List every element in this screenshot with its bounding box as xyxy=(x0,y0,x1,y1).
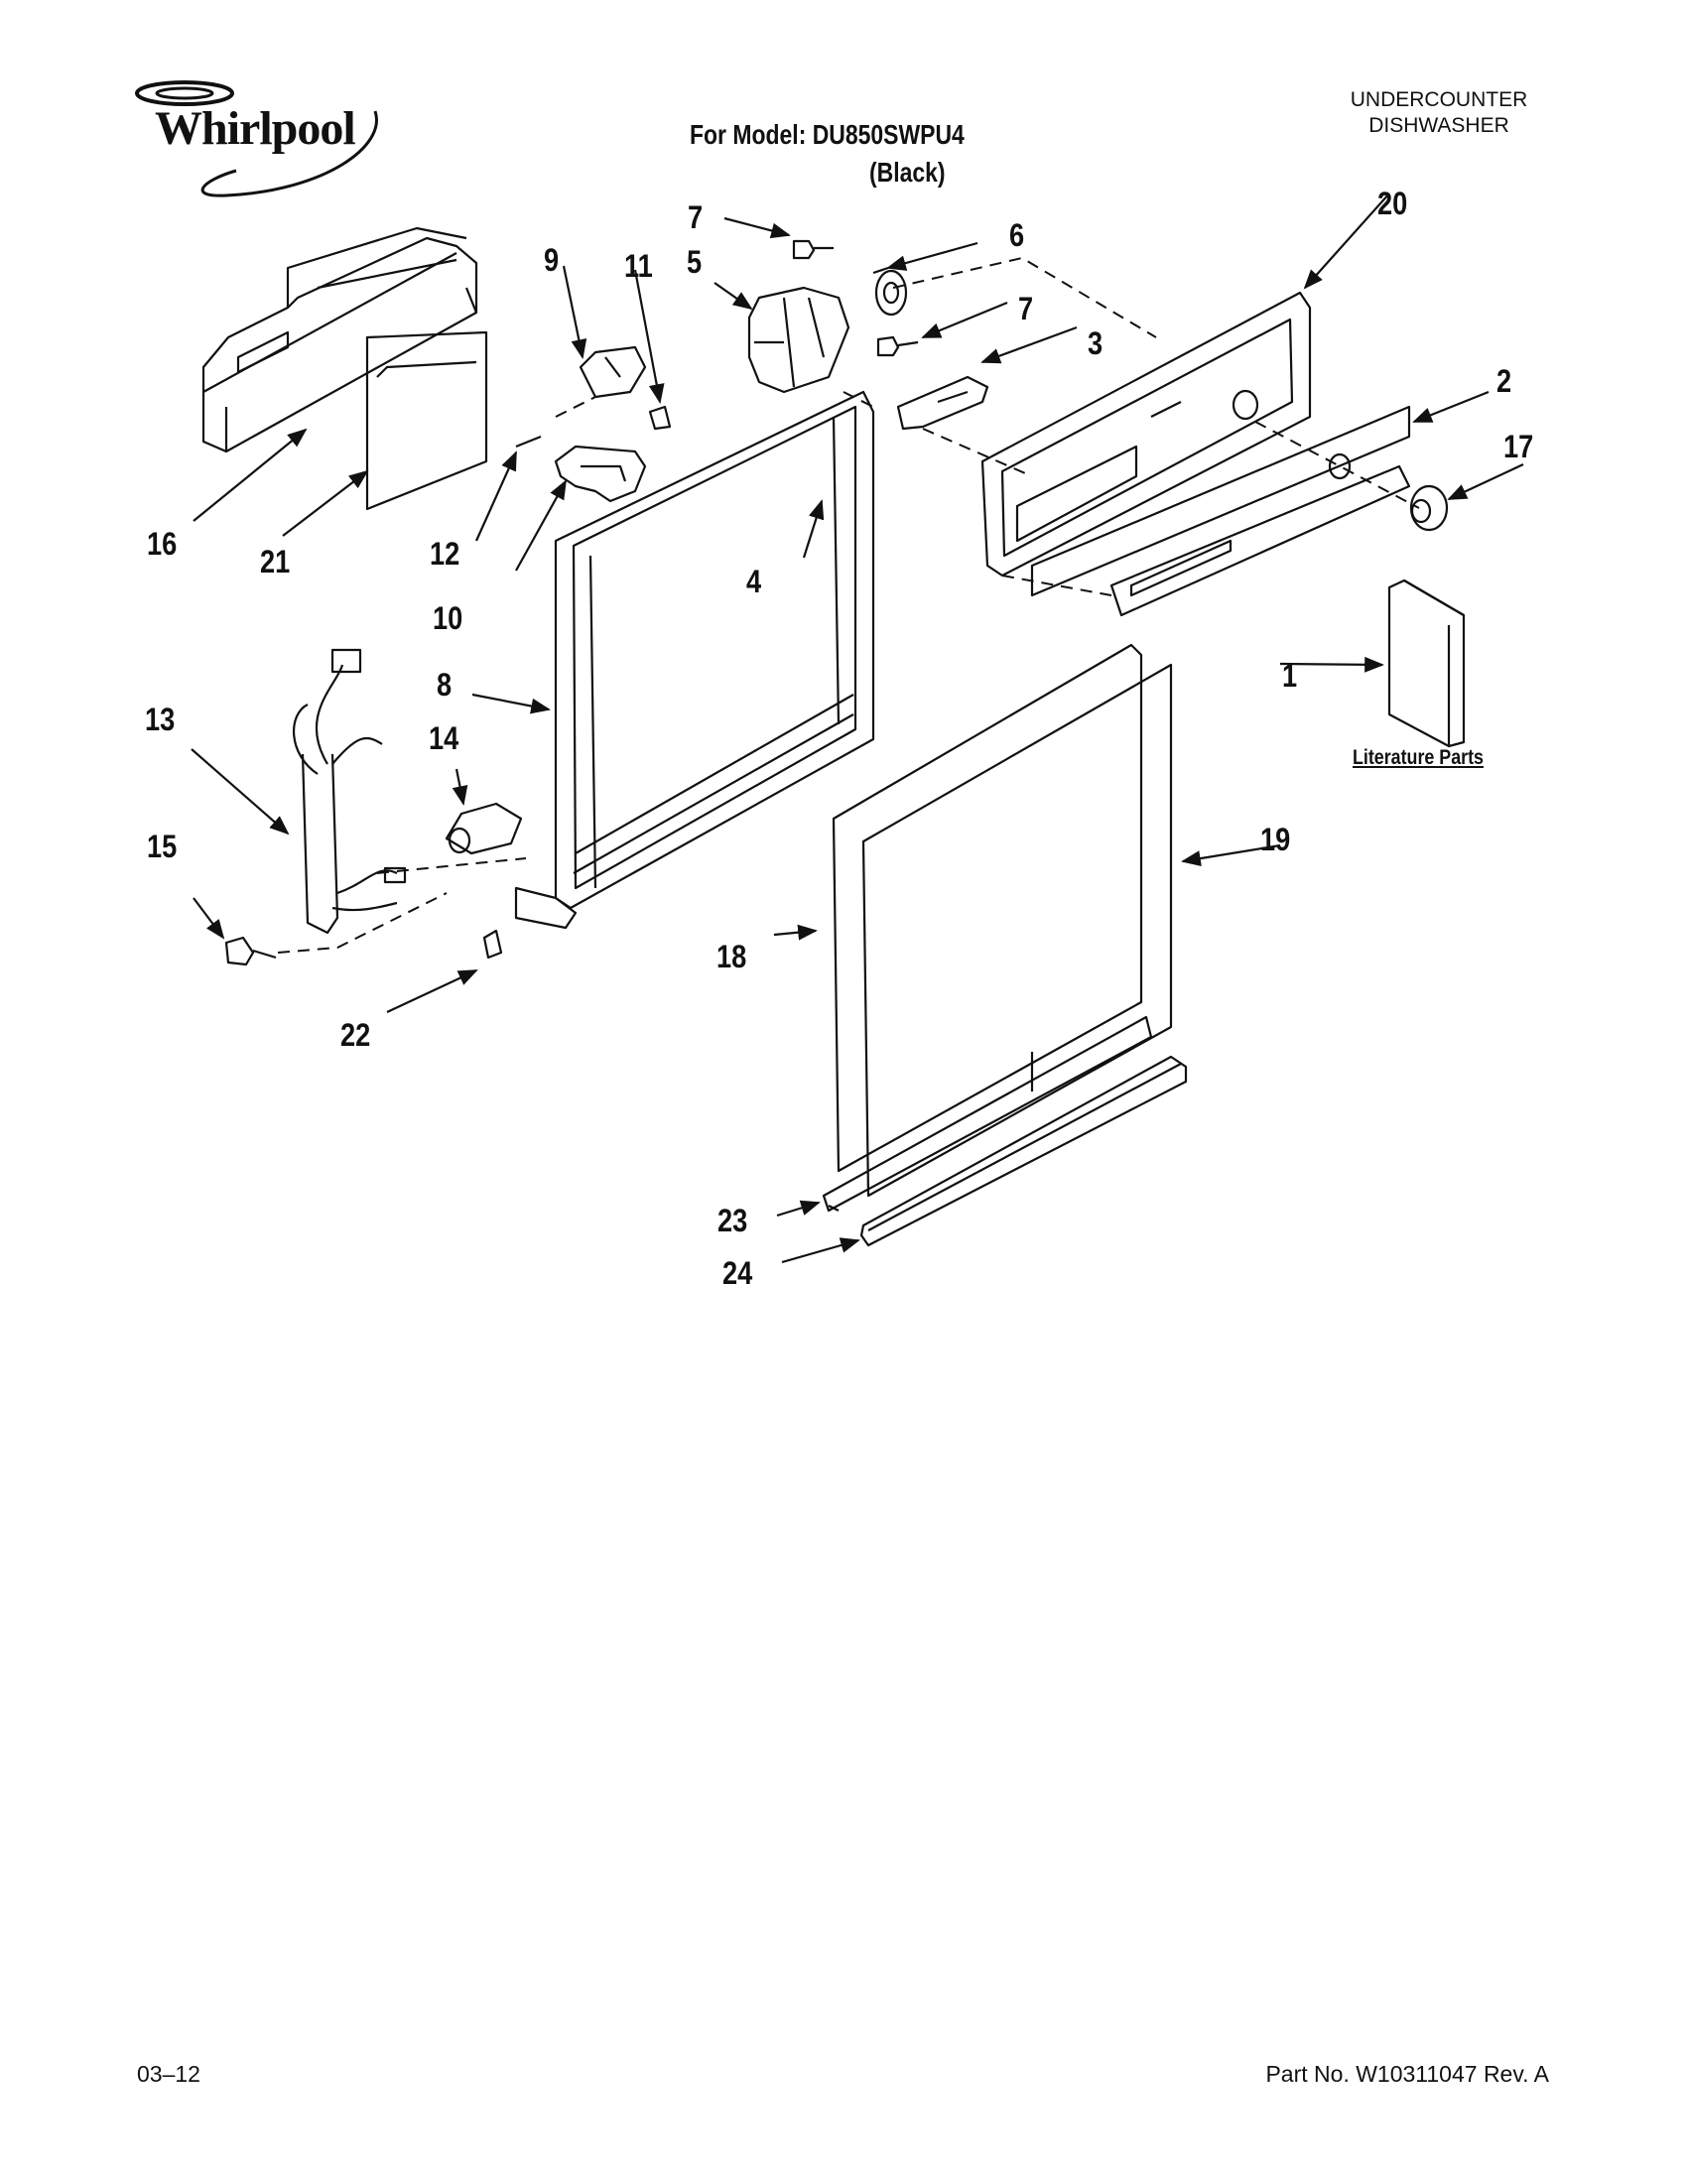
literature-parts-label: Literature Parts xyxy=(1353,746,1484,769)
sensor-part xyxy=(445,802,523,855)
literature-booklet-part xyxy=(1387,578,1466,748)
appliance-type: UNDERCOUNTER DISHWASHER xyxy=(1290,87,1588,139)
switch-bracket-part xyxy=(579,345,647,399)
callout-7-lower: 7 xyxy=(1018,291,1034,326)
whirlpool-logo: Whirlpool xyxy=(127,71,395,200)
callout-4: 4 xyxy=(746,564,762,599)
callout-23: 23 xyxy=(717,1203,748,1238)
callout-7-upper: 7 xyxy=(688,199,704,235)
callout-24: 24 xyxy=(722,1255,753,1291)
exploded-parts-diagram xyxy=(191,193,1524,1264)
callout-10: 10 xyxy=(433,600,463,636)
door-trim-part xyxy=(822,1015,1153,1213)
latch-bracket-part xyxy=(554,445,647,503)
door-latch-part xyxy=(747,286,850,394)
callout-3: 3 xyxy=(1088,325,1104,361)
screw-part xyxy=(876,335,919,357)
door-clip-part xyxy=(482,929,503,960)
wire-harness-part xyxy=(293,648,407,935)
callout-17: 17 xyxy=(1503,429,1534,464)
control-knob-part xyxy=(1409,484,1449,532)
callout-2: 2 xyxy=(1496,363,1512,399)
appliance-type-line2: DISHWASHER xyxy=(1368,114,1509,137)
callout-13: 13 xyxy=(145,702,176,737)
callout-15: 15 xyxy=(147,829,178,864)
callout-11: 11 xyxy=(624,248,653,284)
control-housing-part xyxy=(201,226,478,453)
callout-21: 21 xyxy=(260,544,291,579)
panel-overlay-part xyxy=(1030,405,1411,597)
switch-mount-part xyxy=(896,375,989,431)
callout-18: 18 xyxy=(716,939,747,974)
inner-door-panel-part xyxy=(832,643,1143,1173)
small-switch-part xyxy=(648,405,672,431)
callout-22: 22 xyxy=(340,1017,371,1053)
revision-date: 03–12 xyxy=(137,2061,200,2087)
callout-12: 12 xyxy=(430,536,460,572)
model-variant: (Black) xyxy=(869,157,946,188)
bolt-part xyxy=(224,936,277,966)
outer-door-panel-part xyxy=(861,663,1173,1198)
logo-swoosh-icon xyxy=(135,80,378,197)
callout-5: 5 xyxy=(687,244,703,280)
callout-9: 9 xyxy=(544,242,560,278)
callout-19: 19 xyxy=(1260,822,1291,857)
callout-8: 8 xyxy=(437,667,453,703)
callout-1: 1 xyxy=(1282,658,1298,694)
callout-14: 14 xyxy=(429,720,459,756)
model-title: For Model: DU850SWPU4 xyxy=(690,119,965,150)
appliance-type-line1: UNDERCOUNTER xyxy=(1350,88,1528,111)
part-number: Part No. W10311047 Rev. A xyxy=(1265,2061,1549,2087)
door-frame-part xyxy=(514,390,875,930)
callout-20: 20 xyxy=(1377,186,1408,221)
insulation-sheet-part xyxy=(365,330,488,511)
overlay-strip-part xyxy=(1109,464,1411,617)
handle-strip-part xyxy=(859,1055,1188,1247)
cam-knob-part xyxy=(872,266,908,317)
screw-part xyxy=(792,239,834,260)
control-panel-part xyxy=(980,291,1312,578)
brand-name: Whirlpool xyxy=(155,102,356,155)
gasket-strip-part xyxy=(515,435,542,449)
callout-6: 6 xyxy=(1009,217,1025,253)
callout-16: 16 xyxy=(147,526,178,562)
